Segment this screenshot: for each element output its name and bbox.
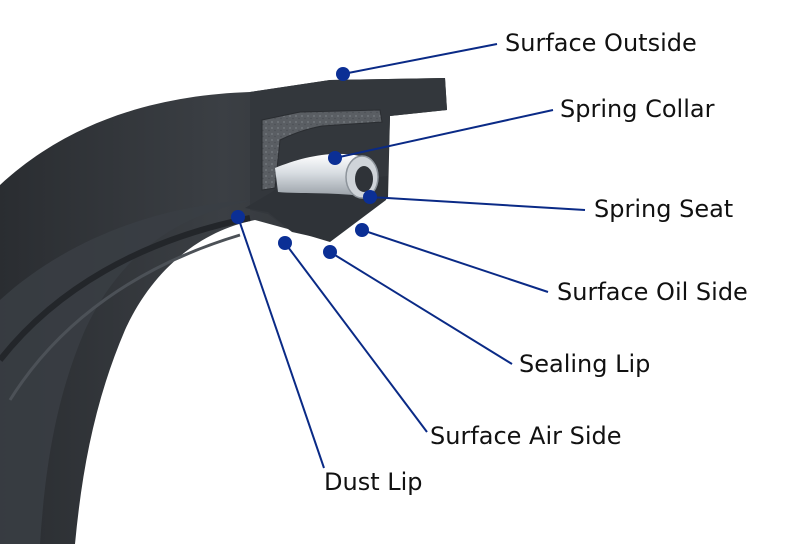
leader-line-sealing-lip	[329, 251, 513, 365]
dot-spring-collar	[328, 151, 342, 165]
label-surface-air-side: Surface Air Side	[430, 422, 622, 450]
leader-line-dust-lip	[237, 216, 325, 469]
dot-surface-air-side	[278, 236, 292, 250]
seal-inner-highlight	[8, 233, 241, 401]
dot-sealing-lip	[323, 245, 337, 259]
leader-line-surface-outside	[342, 43, 498, 75]
label-sealing-lip: Sealing Lip	[519, 350, 651, 378]
dot-surface-oil-side	[355, 223, 369, 237]
spring-end-hole	[355, 166, 373, 192]
leader-line-spring-collar	[334, 109, 554, 159]
leader-line-spring-seat	[369, 196, 586, 211]
leader-line-surface-air-side	[284, 242, 428, 433]
leader-line-surface-oil-side	[361, 229, 549, 293]
label-dust-lip: Dust Lip	[324, 468, 423, 496]
seal-inner-groove	[0, 215, 251, 362]
seal-inner-band	[0, 200, 255, 544]
steel-insert	[261, 109, 383, 191]
dot-spring-seat	[363, 190, 377, 204]
garter-spring	[275, 153, 362, 196]
dot-surface-outside	[336, 67, 350, 81]
label-surface-oil-side: Surface Oil Side	[557, 278, 748, 306]
label-surface-outside: Surface Outside	[505, 29, 697, 57]
dot-dust-lip	[231, 210, 245, 224]
label-spring-seat: Spring Seat	[594, 195, 734, 223]
label-spring-collar: Spring Collar	[560, 95, 715, 123]
